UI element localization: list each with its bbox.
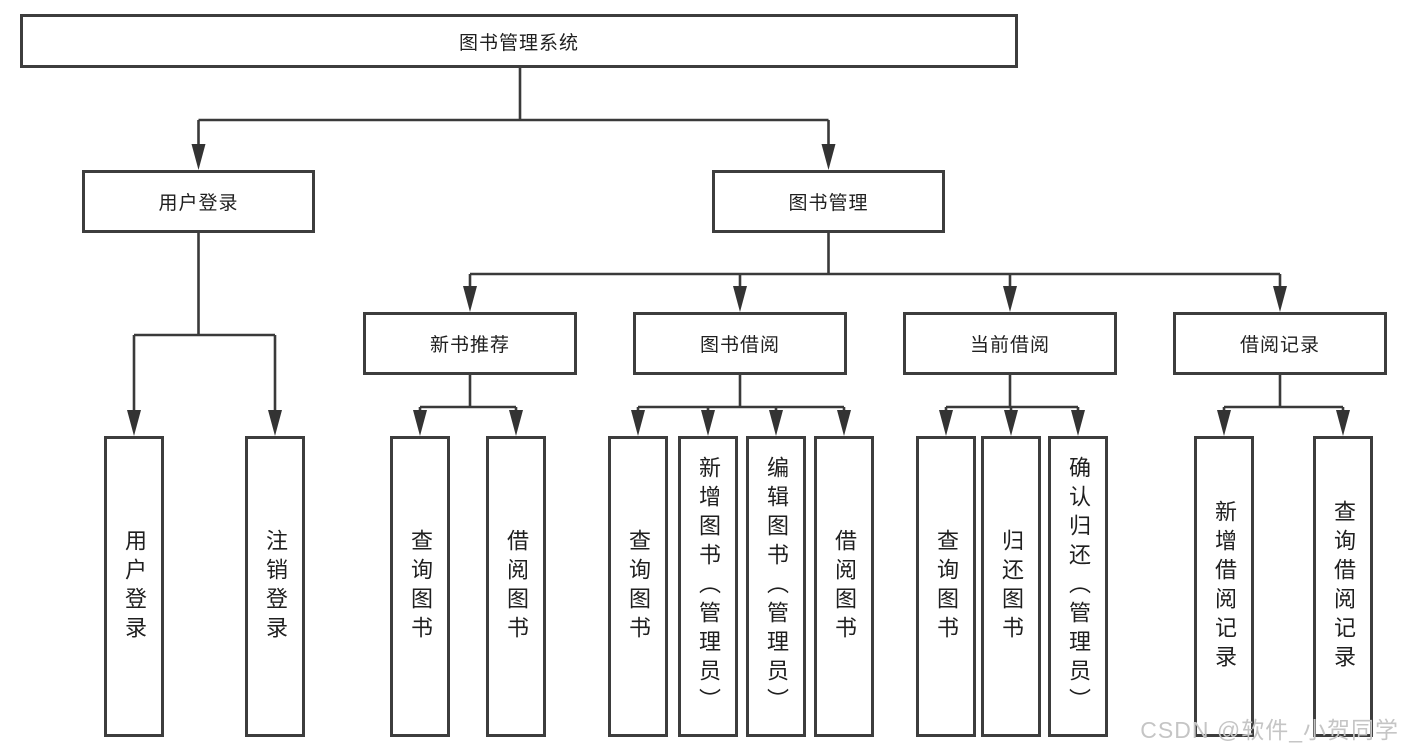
leaf-borrow-books-2-label: 借阅图书: [832, 528, 857, 645]
leaf-add-borrow-record-label: 新增借阅记录: [1212, 499, 1237, 674]
node-current-borrow: 当前借阅: [903, 312, 1117, 375]
arrowheads-book-mgmt-to-level3: [463, 286, 1287, 312]
arrowheads-current-borrow-to-leaves: [939, 410, 1085, 436]
node-current-borrow-label: 当前借阅: [969, 335, 1050, 356]
leaf-return-books-label: 归还图书: [999, 528, 1024, 645]
leaf-return-books: 归还图书: [981, 436, 1041, 737]
connector-user-login-to-leaves: [132, 233, 277, 414]
node-book-borrow: 图书借阅: [633, 312, 847, 375]
leaf-query-books-3-label: 查询图书: [934, 528, 959, 645]
node-root-label: 图书管理系统: [458, 32, 579, 54]
node-new-book-recommend: 新书推荐: [363, 312, 577, 375]
leaf-confirm-return-admin-label: 确认归还（管理员）: [1066, 456, 1091, 717]
leaf-query-borrow-record-label: 查询借阅记录: [1331, 499, 1356, 674]
leaf-query-books-3: 查询图书: [916, 436, 976, 737]
leaf-borrow-books-1: 借阅图书: [486, 436, 546, 737]
connector-new-books-to-leaves: [418, 375, 518, 414]
leaf-confirm-return-admin: 确认归还（管理员）: [1048, 436, 1108, 737]
arrowheads-borrow-records-to-leaves: [1217, 410, 1350, 436]
node-root-system: 图书管理系统: [20, 14, 1018, 68]
leaf-logout-label: 注销登录: [263, 528, 288, 645]
leaf-edit-books-admin: 编辑图书（管理员）: [746, 436, 806, 737]
leaf-user-login: 用户登录: [104, 436, 164, 737]
connector-current-borrow-to-leaves: [944, 375, 1080, 414]
leaf-borrow-books-2: 借阅图书: [814, 436, 874, 737]
leaf-add-books-admin: 新增图书（管理员）: [678, 436, 738, 737]
arrowheads-new-books-to-leaves: [413, 410, 523, 436]
node-book-management: 图书管理: [712, 170, 945, 233]
leaf-add-borrow-record: 新增借阅记录: [1194, 436, 1254, 737]
leaf-query-books-2: 查询图书: [608, 436, 668, 737]
arrowheads-user-login-to-leaves: [127, 410, 282, 436]
arrowheads-book-borrow-to-leaves: [631, 410, 851, 436]
leaf-borrow-books-1-label: 借阅图书: [504, 528, 529, 645]
leaf-query-books-1-label: 查询图书: [408, 528, 433, 645]
node-user-login: 用户登录: [82, 170, 315, 233]
connector-borrow-records-to-leaves: [1222, 375, 1345, 414]
node-borrow-records-label: 借阅记录: [1239, 335, 1320, 356]
node-new-book-recommend-label: 新书推荐: [429, 335, 510, 356]
leaf-user-login-label: 用户登录: [122, 528, 147, 645]
node-book-borrow-label: 图书借阅: [699, 335, 780, 356]
leaf-add-books-admin-label: 新增图书（管理员）: [696, 456, 721, 717]
csdn-watermark: CSDN @软件_小贺同学: [1140, 717, 1399, 743]
leaf-query-books-1: 查询图书: [390, 436, 450, 737]
arrowheads-root-to-level2: [191, 144, 836, 170]
leaf-query-books-2-label: 查询图书: [626, 528, 651, 645]
connector-book-mgmt-to-level3: [468, 233, 1282, 290]
node-borrow-records: 借阅记录: [1173, 312, 1387, 375]
leaf-edit-books-admin-label: 编辑图书（管理员）: [764, 456, 789, 717]
leaf-query-borrow-record: 查询借阅记录: [1313, 436, 1373, 737]
leaf-logout: 注销登录: [245, 436, 305, 737]
node-book-management-label: 图书管理: [788, 193, 869, 214]
node-user-login-label: 用户登录: [158, 193, 239, 214]
connector-book-borrow-to-leaves: [636, 375, 846, 414]
connector-root-to-level2: [197, 68, 830, 148]
